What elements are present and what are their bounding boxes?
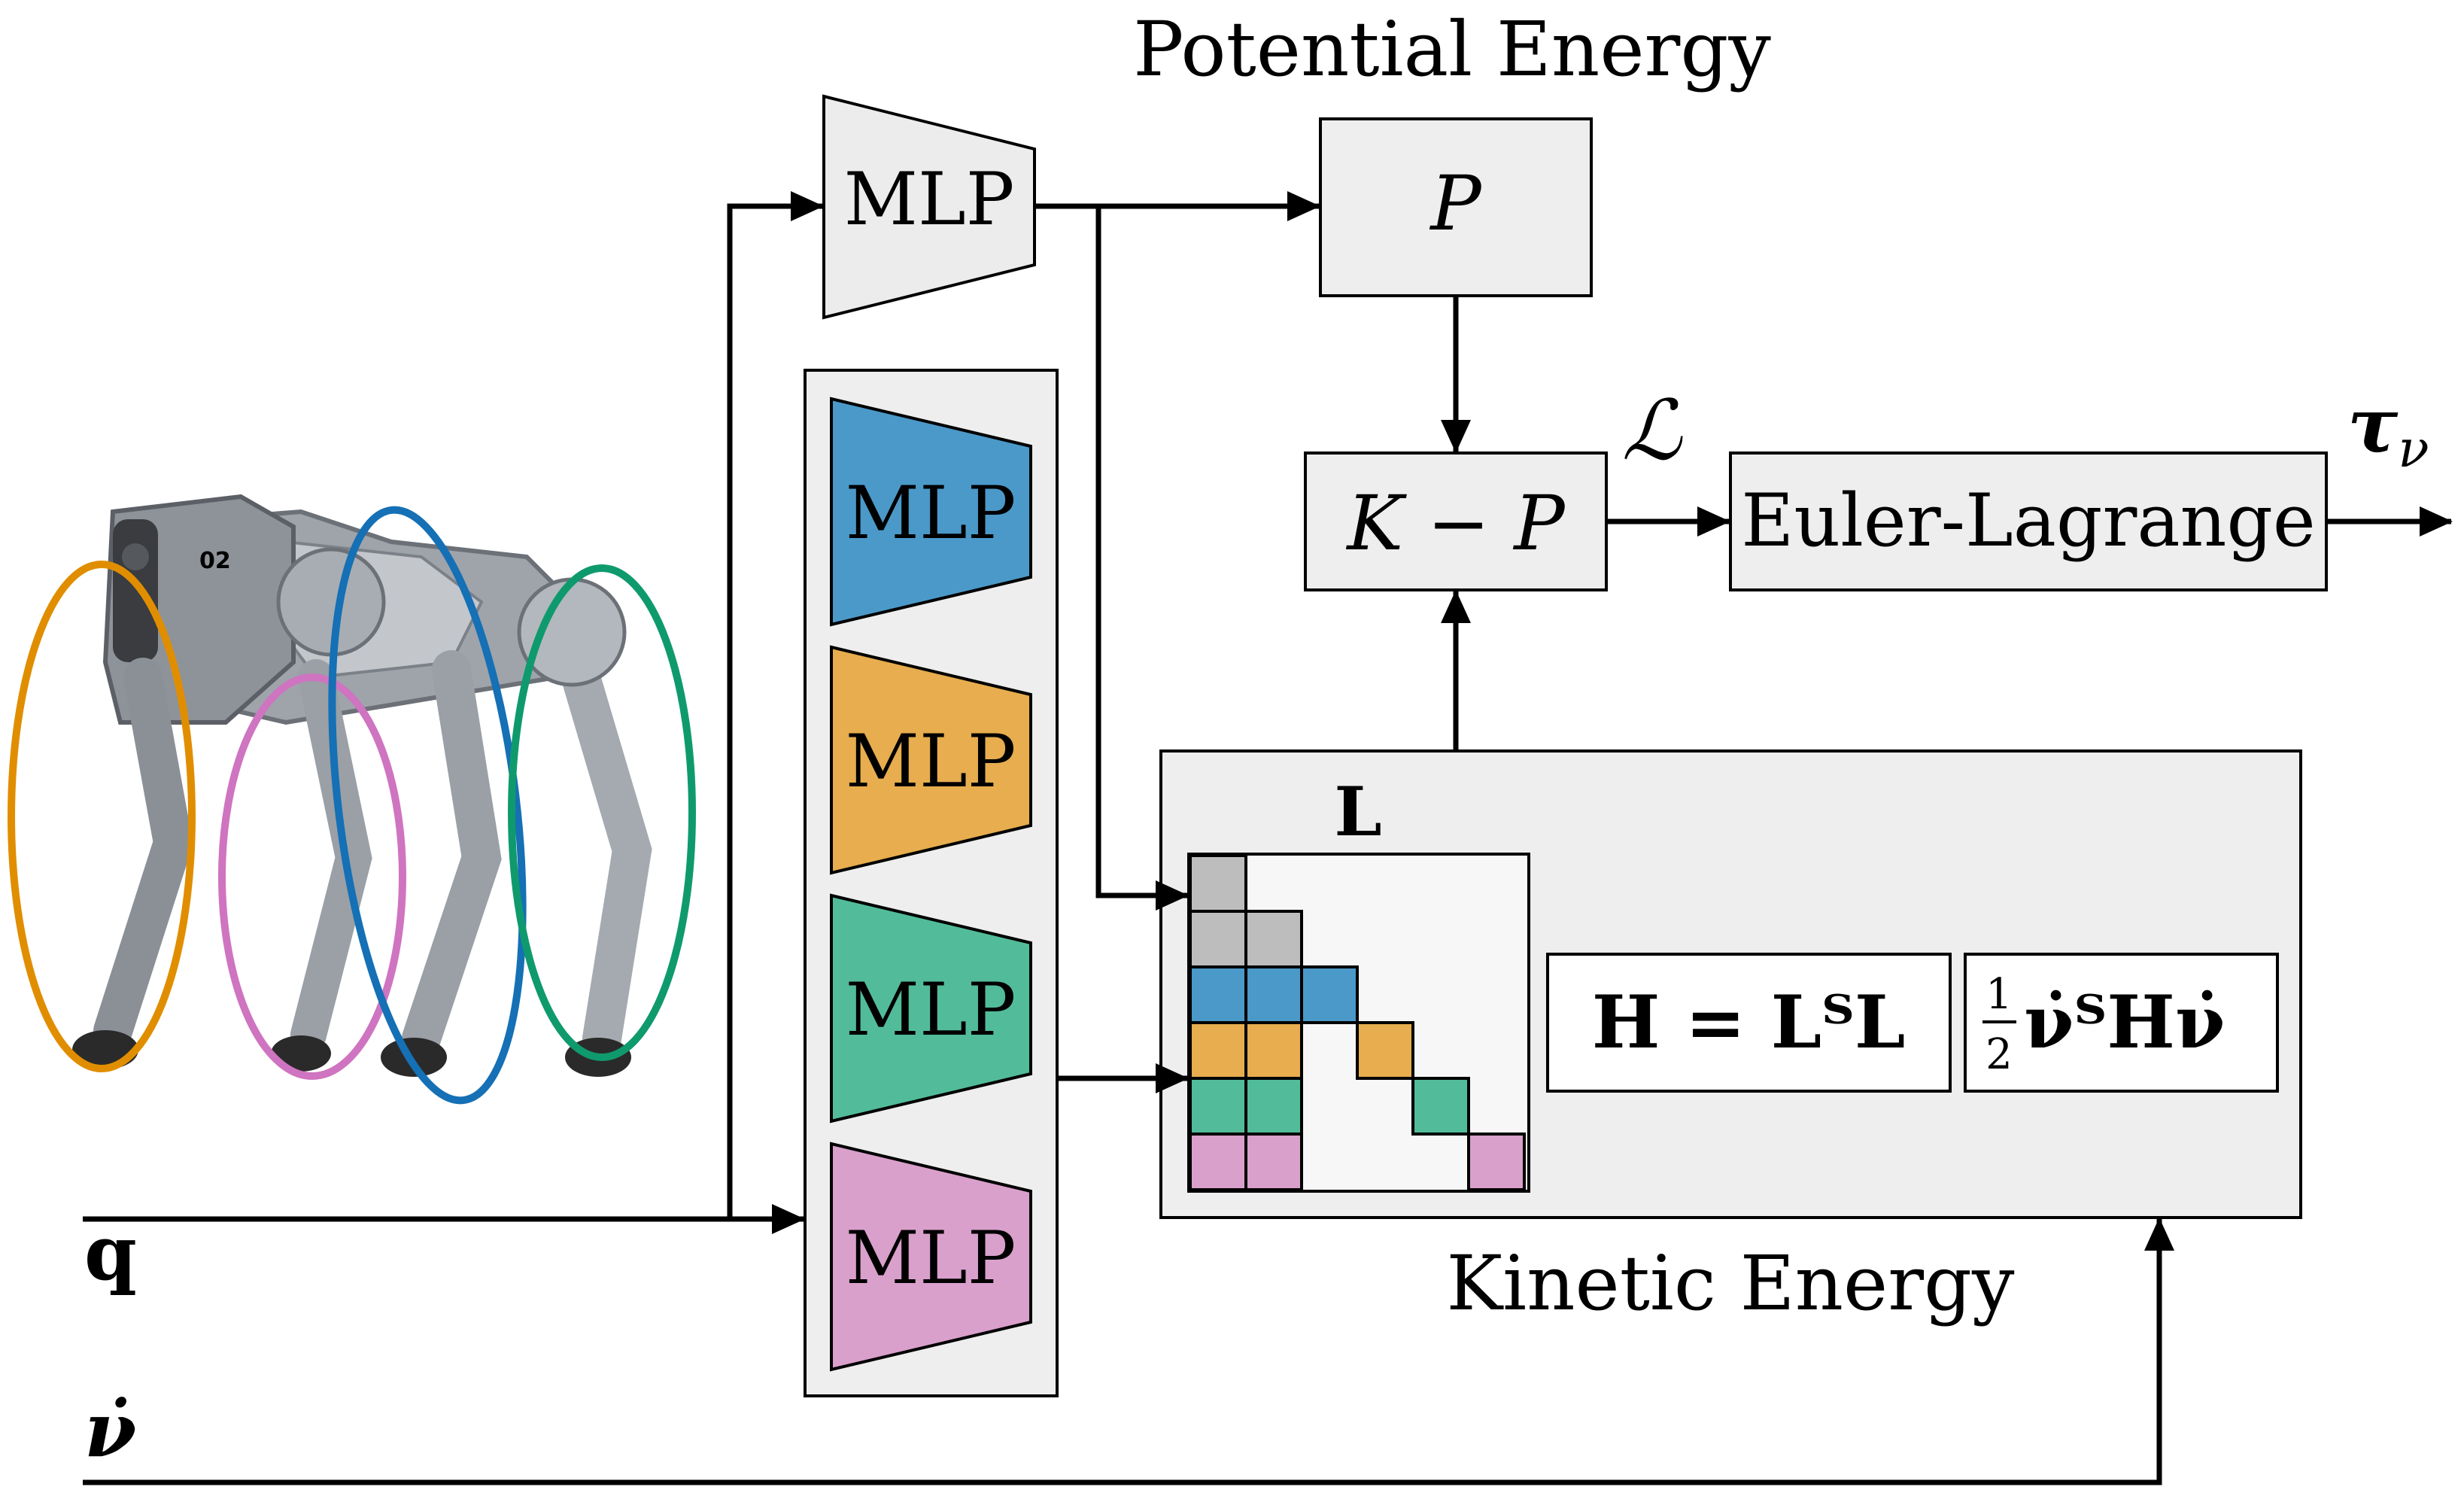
leg-group-ellipses xyxy=(8,506,696,1105)
matrix-cell xyxy=(1189,1021,1247,1080)
arrow-nu-to-kinetic xyxy=(83,1218,2174,1485)
matrix-cell xyxy=(1467,1133,1526,1191)
h-equation-box xyxy=(1546,953,1952,1093)
lagrangian-box-label: K − P xyxy=(1345,479,1566,567)
euler-lagrange-box xyxy=(1729,451,2328,591)
matrix-cell xyxy=(1189,910,1247,968)
kinetic-energy-title: Kinetic Energy xyxy=(1446,1239,2015,1327)
mlp-top-shape xyxy=(822,94,1036,320)
arrow-q-to-top-mlp xyxy=(727,191,824,1219)
robot-badge: 02 xyxy=(199,548,231,574)
lagrangian-box xyxy=(1304,451,1608,591)
mlp-pink-shape xyxy=(830,1142,1032,1372)
mlp-green-label: MLP xyxy=(846,968,1016,1052)
output-tau-symbol: τ xyxy=(2347,381,2399,470)
lower-triangular-matrix xyxy=(1187,853,1530,1193)
kinetic-expression-label: ν̇ᵀHν̇ xyxy=(2024,980,2225,1065)
half-numerator: 1 xyxy=(1985,970,2013,1019)
matrix-cell xyxy=(1189,1077,1247,1136)
mlp-orange-label: MLP xyxy=(846,719,1016,804)
matrix-cell xyxy=(1244,1021,1303,1080)
matrix-cell xyxy=(1244,1077,1303,1136)
matrix-cell xyxy=(1189,965,1247,1024)
leg-ellipse-green xyxy=(508,564,696,1061)
mlp-blue-shape xyxy=(830,397,1032,627)
input-q-label: q xyxy=(84,1209,137,1297)
matrix-cell xyxy=(1189,1133,1247,1191)
matrix-cell xyxy=(1300,965,1359,1024)
mlp-green-shape xyxy=(830,893,1032,1123)
robot-leg-rear-left xyxy=(381,650,502,1077)
matrix-cell xyxy=(1411,1077,1470,1136)
input-nu-label: ν̇ xyxy=(84,1385,136,1474)
lagrangian-symbol: ℒ xyxy=(1621,382,1683,479)
matrix-cell xyxy=(1356,1021,1414,1080)
matrix-cell xyxy=(1244,910,1303,968)
leg-ellipse-pink xyxy=(218,673,406,1080)
half-denominator: 2 xyxy=(1985,1030,2013,1079)
quadruped-robot-illustration: 02 xyxy=(72,494,652,1077)
potential-energy-title: Potential Energy xyxy=(1133,5,1771,93)
half-fraction: 1 2 xyxy=(1982,970,2016,1079)
output-tau: τν xyxy=(2347,381,2429,479)
matrix-cell xyxy=(1244,1133,1303,1191)
output-tau-subscript: ν xyxy=(2398,420,2429,479)
mlp-orange-shape xyxy=(830,645,1032,875)
potential-box xyxy=(1319,117,1593,297)
mlp-blue-label: MLP xyxy=(846,471,1016,555)
connection-lines xyxy=(83,191,2453,1485)
robot-leg-front-right xyxy=(271,659,372,1072)
h-equation-label: H = LᵀL xyxy=(1592,980,1906,1065)
euler-lagrange-label: Euler-Lagrange xyxy=(1741,479,2315,563)
robot-leg-rear-right xyxy=(552,628,652,1077)
kinetic-expression-box xyxy=(1964,953,2279,1093)
matrix-cell xyxy=(1189,854,1247,913)
leg-ellipse-orange xyxy=(8,561,196,1072)
mlp-pink-label: MLP xyxy=(846,1216,1016,1300)
matrix-L-label: L xyxy=(1334,772,1381,852)
matrix-cell xyxy=(1244,965,1303,1024)
arrow-mlp-to-matrix xyxy=(1095,206,1189,911)
mlp-top-label: MLP xyxy=(844,157,1015,242)
potential-box-label: P xyxy=(1429,160,1482,248)
